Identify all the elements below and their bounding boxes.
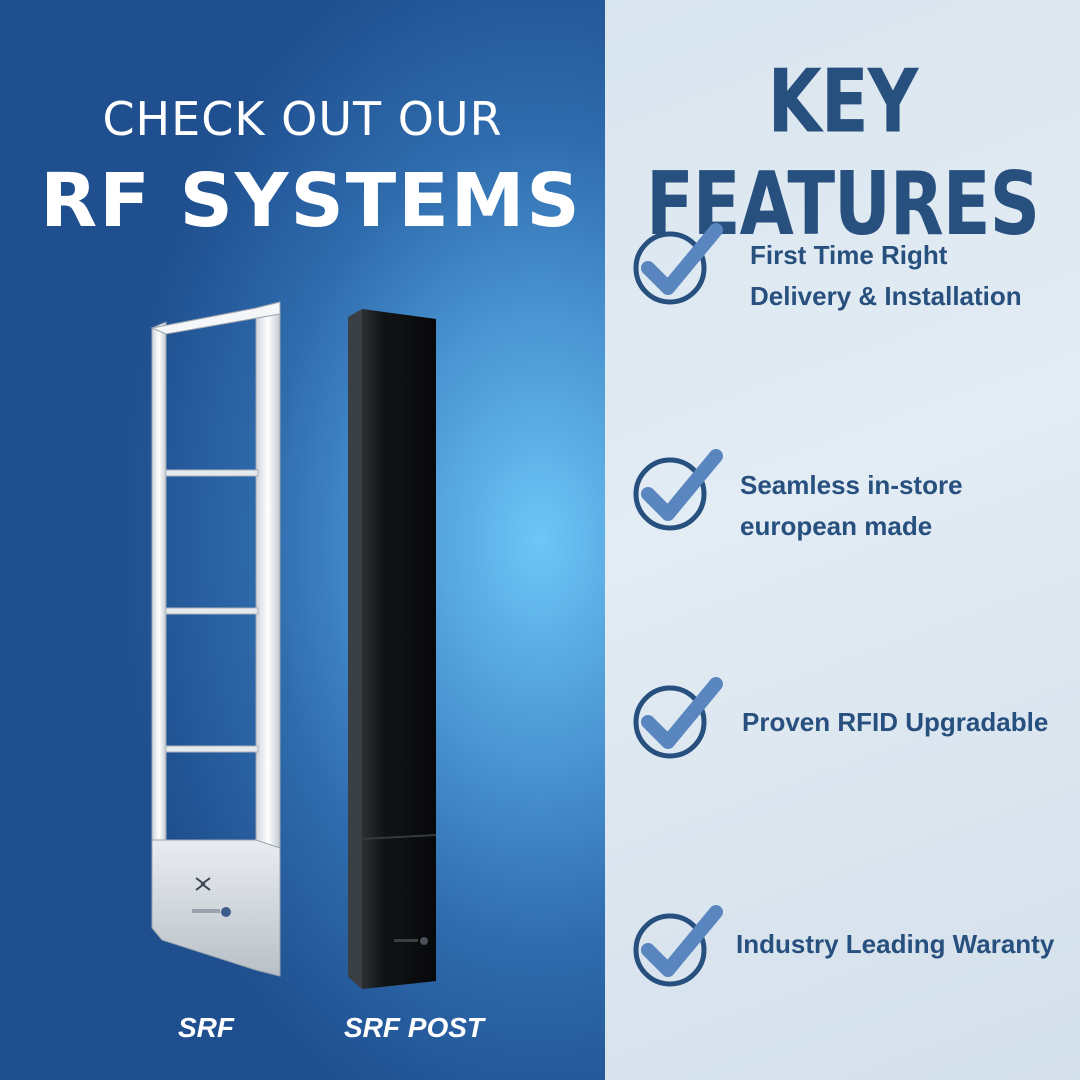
srf-gate-image bbox=[150, 301, 281, 977]
feature-4-line-1: Industry Leading Waranty bbox=[736, 929, 1055, 959]
feature-item-4: Industry Leading Waranty bbox=[630, 904, 1070, 1014]
headline-line-1: CHECK OUT OUR bbox=[102, 92, 503, 146]
feature-2-line-2: european made bbox=[740, 511, 933, 541]
right-panel bbox=[605, 0, 1080, 1080]
feature-item-2: Seamless in-store european made bbox=[630, 448, 1070, 558]
headline-line-2: RF SYSTEMS bbox=[40, 158, 582, 244]
checkmark-circle-icon bbox=[633, 905, 723, 987]
feature-3-line-1: Proven RFID Upgradable bbox=[742, 707, 1049, 737]
checkmark-circle-icon bbox=[633, 223, 723, 305]
left-panel: CHECK OUT OUR RF SYSTEMS SRF SRF POST bbox=[0, 0, 605, 1080]
product-label-srf-post: SRF POST bbox=[344, 1012, 485, 1043]
product-label-srf: SRF bbox=[178, 1012, 234, 1043]
srf-post-image bbox=[348, 309, 437, 989]
checkmark-circle-icon bbox=[633, 677, 723, 759]
feature-2-line-1: Seamless in-store bbox=[740, 470, 963, 500]
feature-item-3: Proven RFID Upgradable bbox=[630, 676, 1070, 786]
feature-item-1: First Time Right Delivery & Installation bbox=[630, 222, 1070, 332]
feature-1-line-1: First Time Right bbox=[750, 240, 948, 270]
checkmark-circle-icon bbox=[633, 449, 723, 531]
feature-1-line-2: Delivery & Installation bbox=[750, 281, 1022, 311]
